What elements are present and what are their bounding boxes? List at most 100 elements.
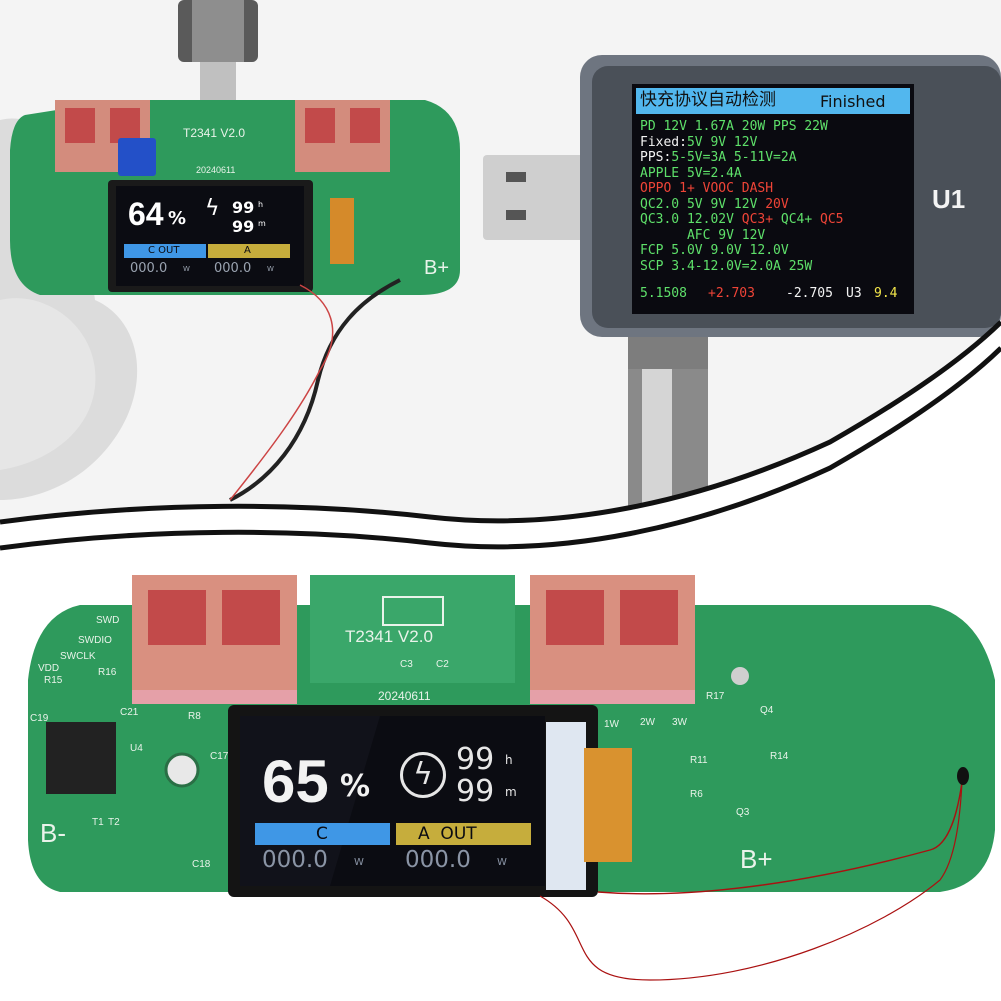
mounting-hole-right: [731, 667, 749, 685]
tester-line: Fixed:5V 9V 12V: [640, 136, 757, 149]
pcb-silkscreen-label: R8: [188, 711, 201, 722]
mcu-chip: [46, 722, 116, 794]
gloved-finger: [0, 298, 96, 470]
tester-line-segment: OPPO 1+ VOOC DASH: [640, 181, 774, 196]
pcb-silkscreen-label: R14: [770, 751, 789, 762]
tester-line-segment: QC4+: [773, 212, 821, 227]
pcb-silkscreen-label: SWD: [96, 615, 120, 626]
pcb-silkscreen-label: C18: [192, 859, 211, 870]
bottom-hours-value: 99: [456, 742, 495, 777]
tester-line-segment: QC5: [820, 212, 844, 227]
pcb-silkscreen-label: R11: [690, 755, 708, 766]
bottom-left-bar-label: C: [316, 824, 328, 844]
bottom-hours-unit: h: [505, 753, 513, 767]
top-red-wire: [229, 284, 334, 501]
pcb-silkscreen-label: R6: [690, 789, 703, 800]
top-left-bar-label: C OUT: [148, 245, 180, 256]
pcb-silkscreen-label: SWDIO: [78, 635, 112, 646]
bottom-percent-sign: %: [340, 769, 371, 804]
pcb-silkscreen-label: Q3: [736, 807, 750, 818]
tester-title-bar: [636, 88, 910, 114]
tester-footer-value: 5.1508: [640, 286, 687, 301]
bottom-left-watt-value: 000.0: [262, 847, 328, 873]
usb-a-plug: [483, 155, 588, 240]
tester-footer-value: -2.705: [786, 286, 833, 301]
bottom-flex-cable: [584, 748, 632, 862]
tester-side-label: U1: [932, 184, 966, 214]
tester-line: AFC 9V 12V: [640, 229, 765, 242]
bottom-minutes-value: 99: [456, 774, 495, 809]
top-left-watt-unit: W: [183, 265, 190, 273]
tester-line: PPS:5-5V=3A 5-11V=2A: [640, 151, 797, 164]
bottom-a-out-bar: [396, 823, 531, 845]
top-right-watt-unit: W: [267, 265, 274, 273]
pcb-silkscreen-label: T2: [108, 817, 120, 828]
tester-line-segment: QC2.0 5V 9V 12V: [640, 196, 766, 212]
top-a-bar: [208, 244, 290, 258]
tester-footer-value: U3: [846, 286, 862, 301]
pcb-silkscreen-label: VDD: [38, 663, 60, 674]
blue-push-button: [118, 138, 156, 176]
tester-footer-value: +2.703: [708, 286, 755, 301]
tester-line: SCP 3.4-12.0V=2.0A 25W: [640, 260, 812, 273]
divider-curve-line: [0, 320, 1001, 525]
tester-line-segment: 5-5V=3A 5-11V=2A: [671, 150, 797, 165]
pcb-silkscreen-label: SWCLK: [60, 651, 96, 662]
pcb-silkscreen-label: 1W: [604, 719, 619, 730]
tester-line-segment: 5V 9V 12V: [686, 134, 758, 150]
tester-line: QC3.0 12.02V QC3+ QC4+ QC5: [640, 213, 844, 226]
bottom-left-watt-unit: W: [354, 857, 364, 868]
top-battery-percent: 64: [128, 196, 164, 232]
tester-line-segment: PPS:: [640, 150, 672, 165]
pcb-silkscreen-label: C19: [30, 713, 49, 724]
pcb-silkscreen-label: 3W: [672, 717, 687, 728]
top-minutes-value: 99: [232, 217, 255, 236]
top-hours-value: 99: [232, 198, 255, 217]
tester-line-segment: PD 12V 1.67A 20W PPS 22W: [640, 119, 828, 134]
pcb-silkscreen-label: C2: [436, 659, 449, 670]
tester-title-status: Finished: [820, 92, 886, 111]
bottom-right-bar-label: A OUT: [418, 824, 477, 844]
tester-line-segment: SCP 3.4-12.0V=2.0A 25W: [640, 258, 813, 274]
top-right-watt-value: 000.0: [214, 261, 252, 276]
bottom-minutes-unit: m: [505, 785, 517, 799]
pcb-silkscreen-label: R15: [44, 675, 63, 686]
pcb-silkscreen-label: 2W: [640, 717, 655, 728]
bottom-usb-c-area: [310, 575, 515, 683]
pcb-silkscreen-label: T1: [92, 817, 104, 828]
tester-screen: [632, 84, 914, 314]
pcb-silkscreen-label: C17: [210, 751, 229, 762]
pcb-silkscreen-label: U4: [130, 743, 143, 754]
bottom-c-bar: [255, 823, 390, 845]
tester-usb-c-cable: [628, 337, 708, 369]
top-silkscreen-date: 20240611: [196, 165, 236, 175]
thermistor-wire: [597, 781, 963, 895]
tester-title-cn: 快充协议自动检测: [640, 90, 776, 110]
bottom-right-watt-unit: W: [497, 857, 507, 868]
top-lcd-screen: [116, 186, 304, 286]
lightning-icon: ϟ: [400, 752, 446, 798]
tester-line-segment: AFC 9V 12V: [640, 227, 766, 243]
tester-line-segment: QC3.0 12.02V: [640, 212, 742, 227]
top-b-plus-label: B+: [424, 257, 450, 279]
tester-line: PD 12V 1.67A 20W PPS 22W: [640, 120, 828, 133]
tester-footer-value: 9.4: [874, 286, 898, 301]
screen-flex-connector: [546, 722, 586, 890]
tester-line-segment: APPLE 5V=2.4A: [640, 165, 742, 181]
bottom-b-plus-label: B+: [740, 844, 773, 874]
bottom-b-minus-label: B-: [40, 818, 66, 848]
top-right-bar-label: A: [244, 245, 251, 256]
pcb-silkscreen-label: Q4: [760, 705, 774, 716]
tester-line-segment: FCP 5.0V 9.0V 12.0V: [640, 243, 789, 258]
thermistor-probe: [957, 767, 969, 785]
top-silkscreen-model: T2341 V2.0: [183, 126, 246, 140]
tester-line: OPPO 1+ VOOC DASH: [640, 182, 773, 195]
top-left-watt-value: 000.0: [130, 261, 168, 276]
mounting-hole-left: [164, 752, 200, 788]
tester-line: FCP 5.0V 9.0V 12.0V: [640, 244, 789, 257]
lightning-icon: ϟ: [205, 196, 220, 221]
tester-line-segment: QC3+: [741, 212, 774, 227]
top-percent-sign: %: [168, 208, 187, 229]
top-flex-cable: [330, 198, 354, 264]
